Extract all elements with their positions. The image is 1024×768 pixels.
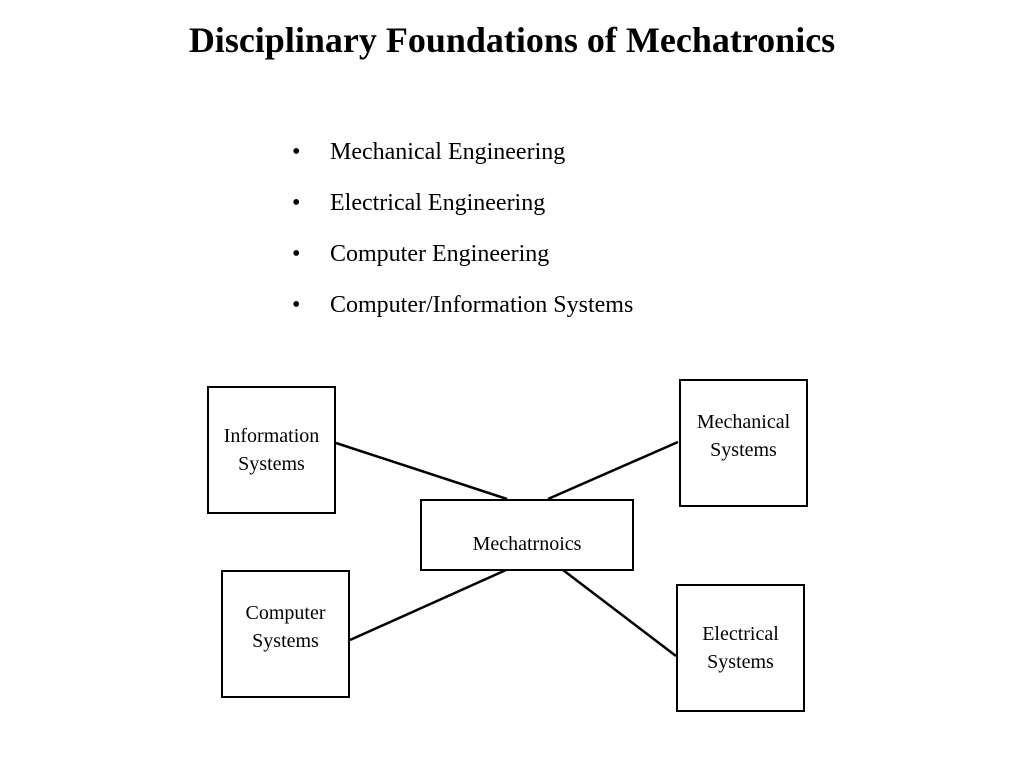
connector-information-to-center [335, 441, 508, 501]
node-label: Systems [707, 650, 774, 673]
node-label: Electrical [702, 622, 779, 645]
node-label: Computer [245, 602, 326, 624]
bullet-dot-icon: • [292, 292, 301, 318]
list-item-text: Computer/Information Systems [330, 292, 634, 318]
node-label: Mechanical [696, 411, 791, 433]
page-title: Disciplinary Foundations of Mechatronics [188, 20, 836, 60]
bullet-dot-icon: • [292, 190, 301, 216]
electrical-systems-box: Electrical Systems [676, 584, 805, 712]
connector-electrical-to-center [562, 569, 677, 657]
node-label: Systems [710, 439, 777, 461]
bullet-dot-icon: • [292, 241, 301, 267]
information-systems-box: Information Systems [207, 386, 336, 514]
node-label: Information [223, 425, 320, 447]
list-item-text: Electrical Engineering [330, 190, 546, 216]
node-label: Systems [238, 453, 305, 475]
list-item-text: Computer Engineering [330, 241, 550, 267]
list-item-text: Mechanical Engineering [330, 139, 566, 165]
mechatronics-center-box: Mechatrnoics [420, 499, 634, 571]
node-label: Systems [252, 630, 319, 652]
connector-mechanical-to-center [547, 440, 679, 501]
node-label: Mechatrnoics [472, 533, 582, 555]
mechanical-systems-box: Mechanical Systems [679, 379, 808, 507]
bullet-dot-icon: • [292, 139, 301, 165]
connector-computer-to-center [349, 568, 507, 642]
computer-systems-box: Computer Systems [221, 570, 350, 698]
